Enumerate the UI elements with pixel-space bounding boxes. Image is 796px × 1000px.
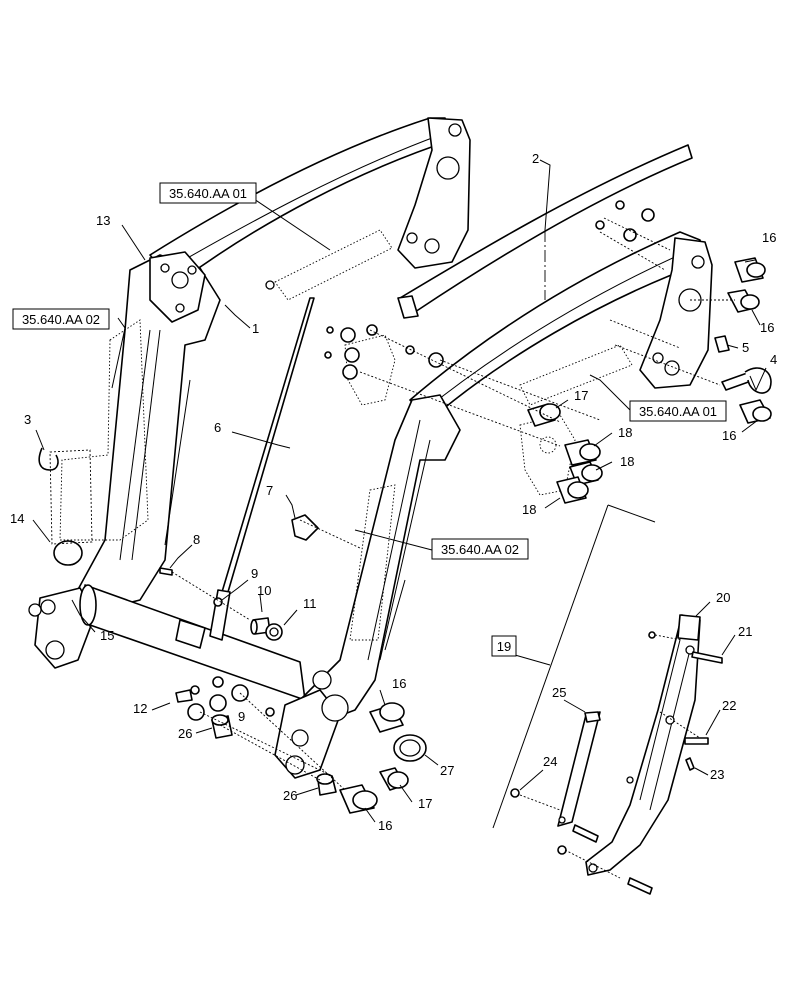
callout-8: 8 bbox=[193, 532, 200, 547]
callout-16b: 16 bbox=[760, 320, 774, 335]
callout-2: 2 bbox=[532, 151, 539, 166]
svg-text:35.640.AA 02: 35.640.AA 02 bbox=[22, 312, 100, 327]
callout-numbers: 1 2 3 4 5 6 7 8 9 10 11 12 13 14 15 16 1… bbox=[10, 151, 777, 833]
callout-1: 1 bbox=[252, 321, 259, 336]
callout-17a: 17 bbox=[574, 388, 588, 403]
level-rod bbox=[209, 297, 315, 641]
svg-text:35.640.AA 01: 35.640.AA 01 bbox=[639, 404, 717, 419]
svg-text:35.640.AA 01: 35.640.AA 01 bbox=[169, 186, 247, 201]
callout-24: 24 bbox=[543, 754, 557, 769]
callout-27: 27 bbox=[440, 763, 454, 778]
callout-23: 23 bbox=[710, 767, 724, 782]
callout-18b: 18 bbox=[620, 454, 634, 469]
reference-box-tube-center: 35.640.AA 02 bbox=[431, 538, 529, 560]
callout-26b: 26 bbox=[283, 788, 297, 803]
fasteners bbox=[38, 200, 772, 814]
callout-13: 13 bbox=[96, 213, 110, 228]
callout-11: 11 bbox=[303, 596, 317, 611]
callout-16c: 16 bbox=[722, 428, 736, 443]
callout-6: 6 bbox=[214, 420, 221, 435]
callout-16a: 16 bbox=[762, 230, 776, 245]
callout-21: 21 bbox=[738, 624, 752, 639]
leader-lines bbox=[32, 159, 767, 823]
callout-22: 22 bbox=[722, 698, 736, 713]
callout-20: 20 bbox=[716, 590, 730, 605]
callout-15: 15 bbox=[100, 628, 114, 643]
callout-7: 7 bbox=[266, 483, 273, 498]
callout-26a: 26 bbox=[178, 726, 192, 741]
right-loader-arm bbox=[274, 144, 713, 779]
callout-4: 4 bbox=[770, 352, 777, 367]
reference-box-tube-left: 35.640.AA 02 bbox=[12, 308, 110, 330]
callout-5: 5 bbox=[742, 340, 749, 355]
callout-16e: 16 bbox=[378, 818, 392, 833]
callout-18c: 18 bbox=[522, 502, 536, 517]
svg-text:35.640.AA 02: 35.640.AA 02 bbox=[441, 542, 519, 557]
callout-17b: 17 bbox=[418, 796, 432, 811]
callout-25: 25 bbox=[552, 685, 566, 700]
left-loader-arm bbox=[28, 117, 471, 669]
callout-14: 14 bbox=[10, 511, 24, 526]
reference-box-cylinder-right: 35.640.AA 01 bbox=[629, 400, 727, 422]
callout-12: 12 bbox=[133, 701, 147, 716]
detail-box-19: 19 bbox=[491, 635, 517, 657]
svg-text:19: 19 bbox=[497, 639, 511, 654]
callout-10: 10 bbox=[257, 583, 271, 598]
callout-3: 3 bbox=[24, 412, 31, 427]
callout-9b: 9 bbox=[238, 709, 245, 724]
callout-18a: 18 bbox=[618, 425, 632, 440]
callout-9: 9 bbox=[251, 566, 258, 581]
reference-box-cylinder-left: 35.640.AA 01 bbox=[159, 182, 257, 204]
detail-view-19 bbox=[492, 504, 723, 895]
callout-16d: 16 bbox=[392, 676, 406, 691]
